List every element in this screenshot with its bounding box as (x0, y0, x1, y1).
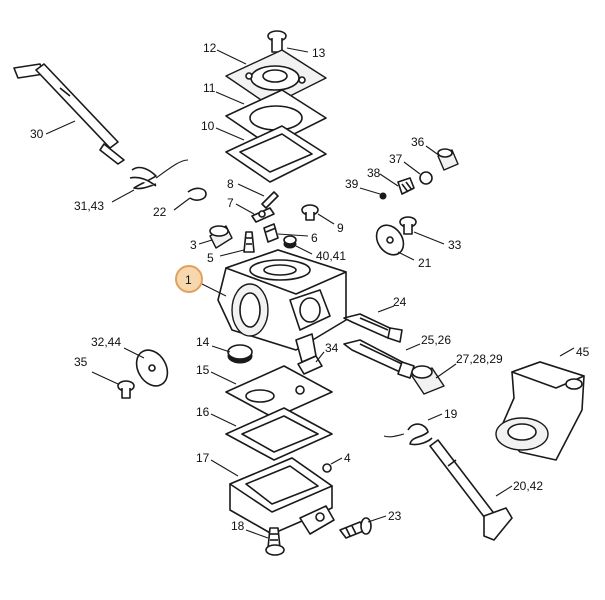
label-4: 4 (344, 451, 351, 465)
part-36-nozzle[interactable] (437, 148, 459, 171)
label-18: 18 (231, 519, 245, 533)
part-10-gasket[interactable] (225, 125, 327, 183)
part-18-screw[interactable] (265, 527, 285, 556)
part-24-adjusting-screw[interactable] (343, 313, 403, 343)
part-20-42-choke-shaft[interactable] (429, 439, 513, 541)
label-9: 9 (337, 221, 344, 235)
part-22-clip[interactable] (187, 187, 207, 201)
label-40-41: 40,41 (316, 249, 346, 263)
label-27-28-29: 27,28,29 (456, 352, 503, 366)
part-4-ball[interactable] (322, 463, 332, 473)
label-23: 23 (388, 509, 402, 523)
part-16-diaphragm-gasket[interactable] (225, 407, 333, 461)
part-9-screw[interactable] (301, 204, 319, 221)
label-11: 11 (203, 81, 216, 95)
label-33: 33 (448, 238, 462, 252)
label-8: 8 (227, 177, 234, 191)
part-40-41-spring[interactable] (283, 235, 297, 249)
label-34: 34 (325, 341, 339, 355)
label-20-42: 20,42 (513, 479, 543, 493)
part-8-pin[interactable] (261, 191, 279, 209)
label-45: 45 (576, 345, 590, 359)
label-15: 15 (196, 363, 210, 377)
part-30-throttle-shaft[interactable] (13, 63, 125, 165)
label-25-26: 25,26 (421, 333, 451, 347)
part-37-o-ring[interactable] (419, 171, 433, 185)
part-33-screw[interactable] (399, 216, 417, 235)
part-14-strainer[interactable] (227, 344, 253, 364)
label-3: 3 (190, 238, 197, 252)
label-39: 39 (345, 177, 359, 191)
label-17: 17 (196, 451, 210, 465)
part-25-26-adjusting-screw[interactable] (343, 339, 415, 379)
label-37: 37 (389, 152, 403, 166)
label-22: 22 (153, 205, 167, 219)
part-7-lever[interactable] (251, 207, 275, 223)
part-34-clip[interactable] (297, 355, 323, 375)
label-32-44: 32,44 (91, 335, 121, 349)
part-32-44-choke-plate[interactable] (130, 345, 173, 392)
label-24: 24 (393, 295, 407, 309)
part-17-end-cover[interactable] (229, 457, 335, 535)
part-45-adapter[interactable] (495, 361, 585, 461)
part-6-nipple[interactable] (263, 223, 279, 243)
label-38: 38 (367, 166, 381, 180)
label-21: 21 (418, 256, 432, 270)
part-12-pump-cover[interactable] (225, 49, 327, 107)
label-16: 16 (196, 405, 210, 419)
part-5-valve[interactable] (243, 231, 255, 253)
part-3-plug[interactable] (209, 225, 233, 249)
part-27-28-29-limiter-cap[interactable] (411, 365, 445, 395)
label-36: 36 (411, 135, 425, 149)
part-23-screw[interactable] (339, 517, 372, 539)
label-6: 6 (311, 231, 318, 245)
label-12: 12 (203, 41, 217, 55)
label-35: 35 (74, 355, 88, 369)
label-14: 14 (196, 335, 210, 349)
part-31-43-spring[interactable] (129, 159, 189, 190)
label-31-43: 31,43 (74, 199, 104, 213)
part-1-carburetor-body[interactable] (217, 249, 347, 363)
part-39-ball[interactable] (379, 192, 387, 200)
part-19-spring[interactable] (383, 423, 433, 446)
label-19: 19 (444, 407, 458, 421)
highlight-marker-1[interactable]: 1 (175, 265, 203, 293)
part-38-spring[interactable] (397, 177, 415, 195)
part-13-screw[interactable] (267, 30, 287, 53)
label-5: 5 (207, 251, 214, 265)
highlight-label-1: 1 (185, 273, 192, 287)
label-7: 7 (227, 196, 234, 210)
part-15-gasket[interactable] (225, 365, 333, 419)
part-35-screw[interactable] (117, 380, 135, 399)
label-30: 30 (30, 127, 44, 141)
label-10: 10 (201, 119, 215, 133)
label-13: 13 (312, 46, 326, 60)
